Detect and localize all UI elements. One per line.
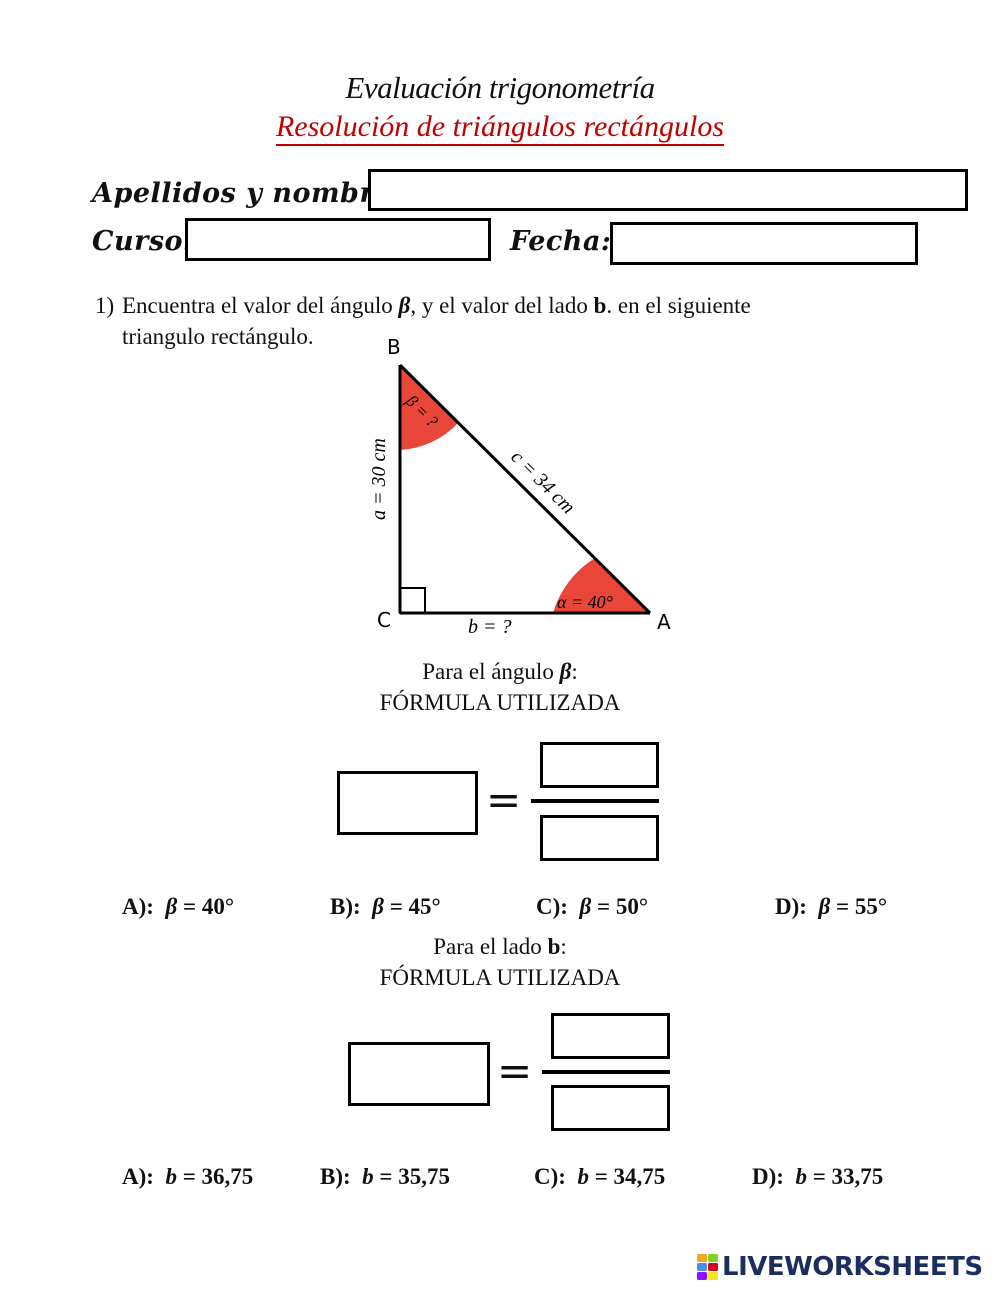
side-b-option-b-var: b — [362, 1164, 374, 1189]
course-input[interactable] — [185, 218, 491, 261]
right-angle-marker — [399, 587, 426, 614]
page-subtitle: Resolución de triángulos rectángulos — [0, 110, 1000, 146]
liveworksheets-logo-icon — [697, 1254, 719, 1280]
beta-formula-denominator-input[interactable] — [540, 815, 659, 861]
side-b-formula-denominator-input[interactable] — [551, 1085, 670, 1131]
page-title: Evaluación trigonometría — [345, 70, 655, 105]
side-b-option-c-var: b — [577, 1164, 589, 1189]
triangle-diagram: B C A a = 30 cm c = 34 cm b = ? β = ? α … — [368, 335, 671, 638]
logo-block — [697, 1272, 707, 1280]
beta-option-d[interactable]: D): β = 55° — [775, 894, 887, 920]
date-input[interactable] — [610, 222, 918, 265]
beta-option-b-var: β — [372, 894, 384, 919]
beta-fraction-line — [531, 799, 659, 803]
side-b-option-b-letter: B): — [320, 1164, 351, 1189]
date-label: Fecha: — [510, 226, 612, 257]
side-b-option-b[interactable]: B): b = 35,75 — [320, 1164, 450, 1190]
beta-option-d-var: β — [818, 894, 831, 919]
beta-option-a[interactable]: A): β = 40° — [122, 894, 234, 920]
liveworksheets-logo-text: LIVEWORKSHEETS — [722, 1252, 983, 1282]
beta-heading-text: Para el ángulo — [422, 659, 560, 684]
side-b-equals-sign: = — [497, 1046, 533, 1095]
name-label: Apellidos y nombres: — [92, 178, 419, 209]
question-1-text-b: , y el valor del lado — [410, 293, 594, 318]
vertex-c-label: C — [377, 608, 391, 632]
course-label: Curso: — [92, 226, 194, 257]
logo-block — [697, 1254, 707, 1262]
beta-heading-symbol: β — [559, 659, 572, 684]
beta-formula-lhs-input[interactable] — [337, 771, 478, 835]
side-b-option-c[interactable]: C): b = 34,75 — [534, 1164, 665, 1190]
side-b-formula-numerator-input[interactable] — [551, 1013, 670, 1059]
side-b-option-d-value: = 33,75 — [812, 1164, 884, 1189]
beta-option-b-value: = 45° — [389, 894, 441, 919]
beta-heading: Para el ángulo β: — [0, 659, 1000, 685]
side-b-heading-symbol: b — [547, 934, 561, 959]
logo-block — [697, 1263, 707, 1271]
logo-blocks — [697, 1254, 718, 1280]
angle-alpha-label: α = 40° — [557, 592, 613, 612]
name-input[interactable] — [368, 169, 968, 211]
vertex-b-label: B — [387, 335, 401, 359]
question-1-b: b — [593, 293, 607, 318]
logo-block — [708, 1272, 718, 1280]
beta-option-a-var: β — [165, 894, 178, 919]
side-b-heading: Para el lado b: — [0, 934, 1000, 960]
page-subtitle-text: Resolución de triángulos rectángulos — [275, 110, 724, 146]
side-b-option-d-var: b — [795, 1164, 807, 1189]
beta-heading-colon: : — [571, 659, 578, 684]
question-1-text-line2: triangulo rectángulo. — [122, 324, 314, 349]
side-b-fraction-line — [542, 1070, 670, 1074]
angle-beta-sector — [400, 365, 458, 450]
side-b-option-c-value: = 34,75 — [594, 1164, 666, 1189]
beta-option-d-letter: D): — [775, 894, 807, 919]
beta-option-a-letter: A): — [122, 894, 154, 919]
beta-option-c-letter: C): — [536, 894, 568, 919]
beta-formula-label: FÓRMULA UTILIZADA — [379, 690, 621, 715]
side-b-option-a-var: b — [165, 1164, 177, 1189]
logo-block — [708, 1254, 718, 1262]
side-b-heading-colon: : — [560, 934, 567, 959]
angle-alpha-sector — [553, 558, 650, 613]
side-b-option-c-letter: C): — [534, 1164, 566, 1189]
side-b-option-a-letter: A): — [122, 1164, 154, 1189]
side-b-formula-lhs-input[interactable] — [348, 1042, 490, 1106]
vertex-a-label: A — [657, 610, 671, 634]
beta-option-b[interactable]: B): β = 45° — [330, 894, 441, 920]
question-1-text-a: Encuentra el valor del ángulo — [122, 293, 399, 318]
question-1-text: Encuentra el valor del ángulo β, y el va… — [122, 290, 751, 321]
question-1-number: 1) — [95, 293, 115, 318]
side-b-option-d-letter: D): — [752, 1164, 784, 1189]
beta-option-b-letter: B): — [330, 894, 361, 919]
question-1-text-c: . en el siguiente — [606, 293, 751, 318]
side-b-option-a[interactable]: A): b = 36,75 — [122, 1164, 253, 1190]
beta-option-c[interactable]: C): β = 50° — [536, 894, 648, 920]
beta-option-c-value: = 50° — [596, 894, 649, 919]
beta-option-d-value: = 55° — [835, 894, 888, 919]
side-b-option-a-value: = 36,75 — [182, 1164, 254, 1189]
side-b-option-d[interactable]: D): b = 33,75 — [752, 1164, 883, 1190]
logo-block — [708, 1263, 718, 1271]
side-b-formula-label: FÓRMULA UTILIZADA — [379, 965, 621, 990]
side-b-option-b-value: = 35,75 — [379, 1164, 451, 1189]
side-b-label: b = ? — [468, 616, 512, 638]
side-a-label: a = 30 cm — [368, 438, 390, 520]
beta-option-c-var: β — [579, 894, 592, 919]
beta-option-a-value: = 40° — [182, 894, 235, 919]
beta-equals-sign: = — [486, 775, 522, 824]
beta-formula-numerator-input[interactable] — [540, 742, 659, 788]
side-b-heading-text: Para el lado — [433, 934, 548, 959]
side-c-line — [398, 363, 652, 615]
question-1-beta: β — [398, 293, 411, 318]
